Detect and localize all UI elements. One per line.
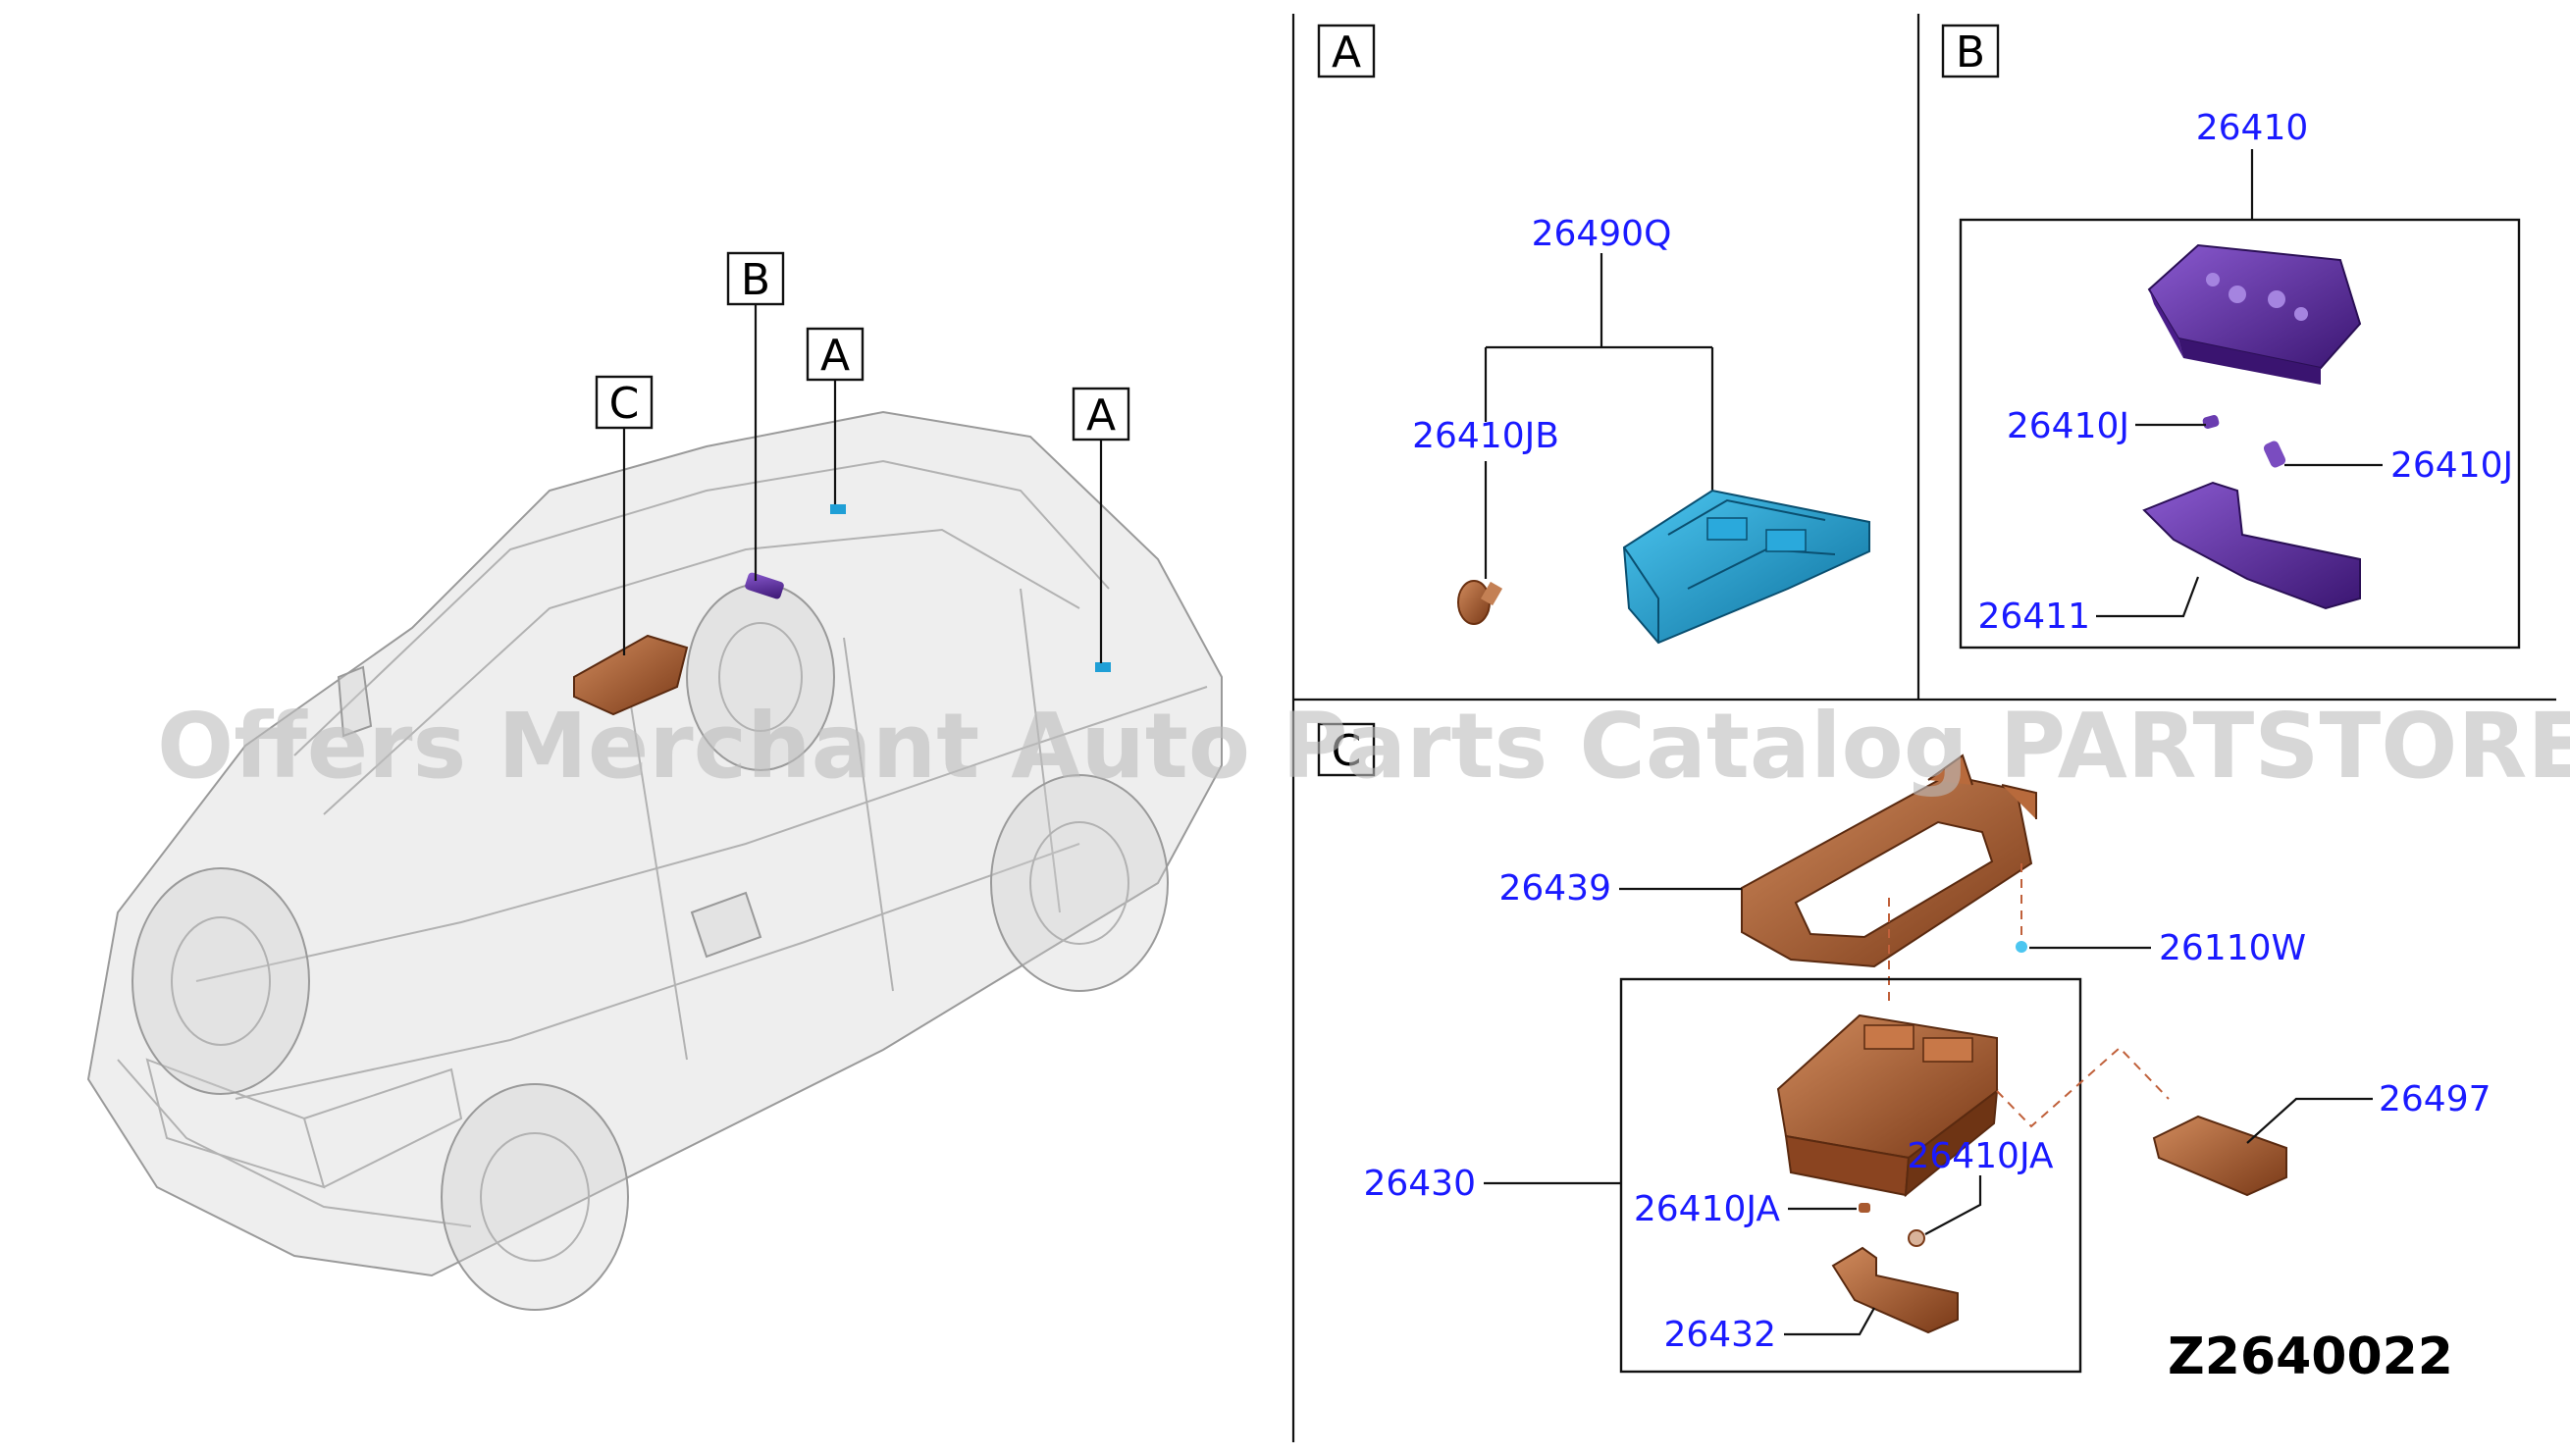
- bulb-icon: [2263, 441, 2286, 468]
- map-lamp-housing-icon: [1622, 489, 1870, 645]
- car-callout-b: B: [726, 251, 785, 581]
- lens-cover-icon: [1831, 1246, 1959, 1334]
- part-label-26430: 26430: [1363, 1164, 1476, 1204]
- section-a-label: A: [1332, 27, 1361, 78]
- bulb-icon: [1908, 1229, 1925, 1247]
- car-lamp-a2-highlight: [1095, 662, 1111, 672]
- part-label-26497: 26497: [2379, 1079, 2491, 1119]
- clip-icon: [2016, 941, 2027, 953]
- section-b-label: B: [1956, 27, 1985, 78]
- car-callout-a2: A: [1072, 387, 1130, 663]
- svg-text:A: A: [820, 331, 850, 381]
- part-label-26439: 26439: [1498, 868, 1611, 909]
- part-label-26410j-right: 26410J: [2390, 445, 2513, 486]
- diagram-code: Z2640022: [2168, 1327, 2453, 1386]
- car-lamp-c-highlight: [573, 634, 689, 716]
- section-dividers: [1291, 14, 2556, 1442]
- part-label-26411: 26411: [1977, 597, 2090, 637]
- car-lamp-a1-highlight: [830, 504, 846, 514]
- svg-text:A: A: [1086, 390, 1116, 441]
- overhead-console-icon: [2147, 243, 2362, 385]
- section-c-label: C: [1332, 726, 1362, 776]
- watermark-text: Offers Merchant Auto Parts Catalog PARTS…: [157, 694, 2570, 799]
- lamp-housing-icon: [1776, 1014, 1999, 1198]
- bulb-icon: [1457, 580, 1503, 625]
- vehicle-overview: C B A A: [86, 251, 1223, 1311]
- bulb-icon: [2202, 415, 2220, 429]
- part-label-26110w: 26110W: [2159, 928, 2306, 968]
- bulb-icon: [1859, 1203, 1870, 1213]
- section-c: C 26439 26110W 26430: [1317, 722, 2491, 1374]
- part-label-26490q: 26490Q: [1532, 214, 1672, 254]
- mounting-bracket-icon: [1741, 754, 2037, 968]
- svg-text:C: C: [609, 379, 640, 429]
- part-label-26410ja-right: 26410JA: [1907, 1136, 2054, 1176]
- section-b: B 26410 26410J 26410J 26411: [1941, 24, 2521, 650]
- car-callout-a1: A: [806, 327, 865, 504]
- section-a: A 26490Q 26410JB: [1317, 24, 1870, 645]
- part-label-26410ja-left: 26410JA: [1634, 1189, 1781, 1229]
- lamp-lens-icon: [2152, 1115, 2287, 1197]
- part-label-26410: 26410: [2196, 108, 2309, 148]
- car-callout-c: C: [595, 375, 654, 655]
- part-label-26410j-left: 26410J: [2007, 406, 2129, 446]
- lens-cover-icon: [2142, 481, 2361, 610]
- part-label-26410jb: 26410JB: [1412, 416, 1559, 456]
- svg-text:B: B: [741, 255, 770, 305]
- part-label-26432: 26432: [1663, 1315, 1776, 1355]
